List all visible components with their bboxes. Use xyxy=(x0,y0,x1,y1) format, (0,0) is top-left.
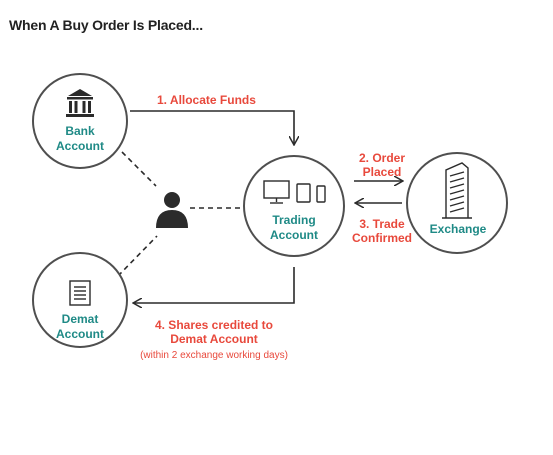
trading-label-line1: Trading xyxy=(272,213,315,227)
bank-account-node: Bank Account xyxy=(32,73,128,169)
shares-credited-arrow xyxy=(134,267,295,303)
demat-account-node: Demat Account xyxy=(32,252,128,348)
step-credit-note: (within 2 exchange working days) xyxy=(140,350,288,361)
step-credit-line2: Demat Account xyxy=(170,332,258,346)
bank-label-line2: Account xyxy=(56,139,104,153)
trading-label-line2: Account xyxy=(270,228,318,242)
allocate-funds-arrow xyxy=(130,110,294,144)
diagram-title: When A Buy Order Is Placed... xyxy=(9,17,203,33)
demat-label-line1: Demat xyxy=(62,312,99,326)
document-icon xyxy=(69,280,91,306)
step-trade-line2: Confirmed xyxy=(352,231,412,245)
step-order-line1: 2. Order xyxy=(359,151,405,165)
step-allocate-funds: 1. Allocate Funds xyxy=(157,93,256,107)
building-icon xyxy=(442,162,472,219)
trading-account-node: Trading Account xyxy=(243,155,345,257)
exchange-label: Exchange xyxy=(430,222,487,236)
demat-label-line2: Account xyxy=(56,327,104,341)
step-trade-line1: 3. Trade xyxy=(359,217,405,231)
devices-icon xyxy=(263,180,326,204)
step-credit-line1: 4. Shares credited to xyxy=(155,318,273,332)
person-icon xyxy=(156,192,188,228)
bank-icon xyxy=(66,89,94,117)
exchange-node: Exchange xyxy=(406,152,508,254)
bank-investor-connector xyxy=(121,151,157,187)
step-order-line2: Placed xyxy=(363,165,402,179)
demat-investor-connector xyxy=(117,235,158,277)
bank-label-line1: Bank xyxy=(65,124,95,138)
